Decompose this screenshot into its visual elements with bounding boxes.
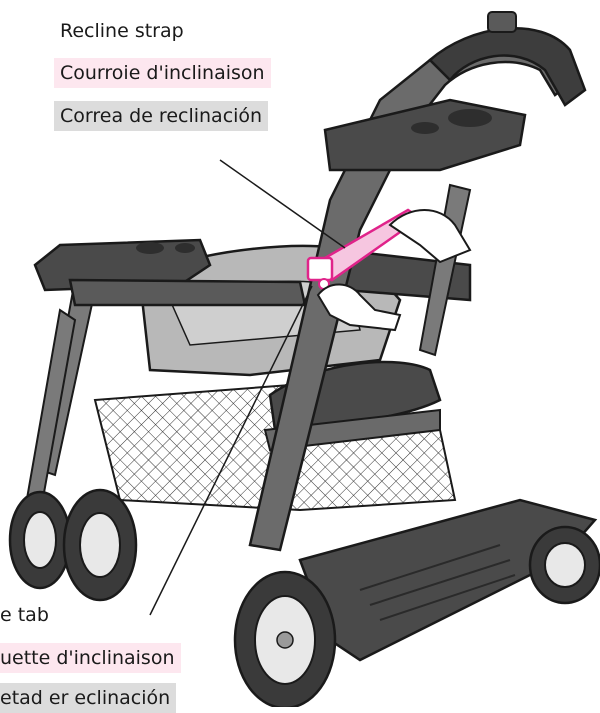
recline-tab-label-es: etad er eclinación <box>0 683 176 713</box>
recline-strap-label-fr: Courroie d'inclinaison <box>54 58 271 88</box>
recline-tab-label-fr: uette d'inclinaison <box>0 643 181 673</box>
leader-line-strap <box>220 160 345 248</box>
recline-strap-label-en: Recline strap <box>54 16 190 46</box>
recline-tab-label-en: e tab <box>0 600 55 630</box>
front-wheel-right <box>235 572 335 707</box>
parent-tray <box>325 100 525 170</box>
rear-wheel-left <box>64 490 136 600</box>
rear-wheel-right <box>530 527 600 603</box>
front-wheel-left <box>10 492 70 588</box>
recline-strap-label-es: Correa de reclinación <box>54 101 268 131</box>
